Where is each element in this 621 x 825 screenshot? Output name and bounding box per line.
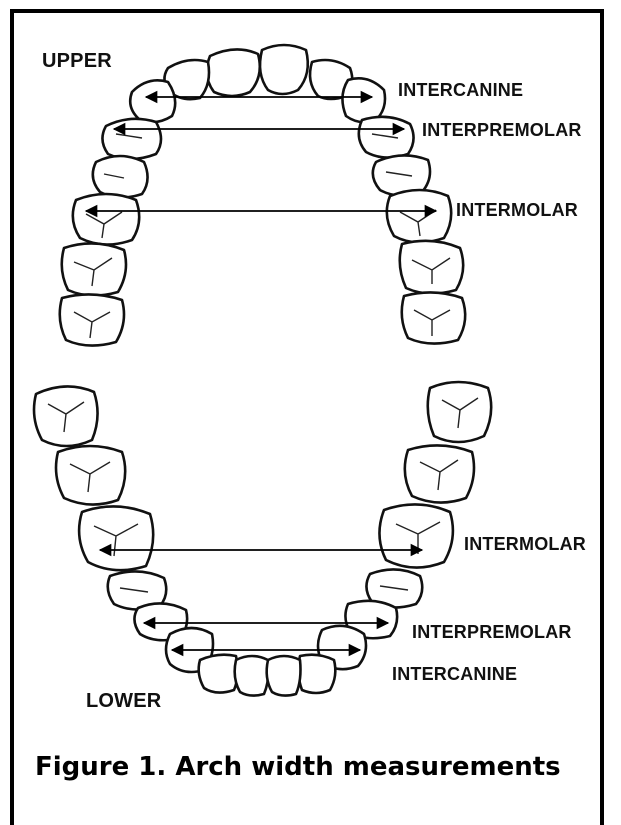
upper-intercanine-label: INTERCANINE (398, 80, 523, 101)
lower-tooth (199, 655, 238, 693)
lower-tooth (379, 504, 452, 567)
lower-tooth (298, 655, 335, 693)
lower-intermolar-label: INTERMOLAR (464, 534, 586, 555)
upper-intermolar-label: INTERMOLAR (456, 200, 578, 221)
lower-tooth (56, 446, 125, 505)
lower-arch-label: LOWER (86, 690, 161, 713)
upper-tooth (207, 49, 260, 96)
upper-tooth (402, 292, 465, 343)
lower-tooth (235, 656, 269, 696)
upper-interpremolar-label: INTERPREMOLAR (422, 120, 582, 141)
lower-interpremolar-label: INTERPREMOLAR (412, 622, 572, 643)
upper-arch-label: UPPER (42, 50, 112, 73)
upper-tooth (387, 190, 451, 243)
lower-intercanine-label: INTERCANINE (392, 664, 517, 685)
upper-tooth (400, 241, 463, 294)
upper-tooth (102, 119, 161, 159)
upper-tooth (359, 117, 414, 158)
upper-tooth (130, 80, 175, 122)
figure-caption: Figure 1. Arch width measurements (35, 752, 561, 782)
lower-tooth (267, 656, 301, 696)
upper-tooth (260, 45, 308, 94)
lower-arch (34, 382, 491, 696)
upper-tooth (73, 194, 139, 245)
upper-tooth (60, 294, 124, 345)
